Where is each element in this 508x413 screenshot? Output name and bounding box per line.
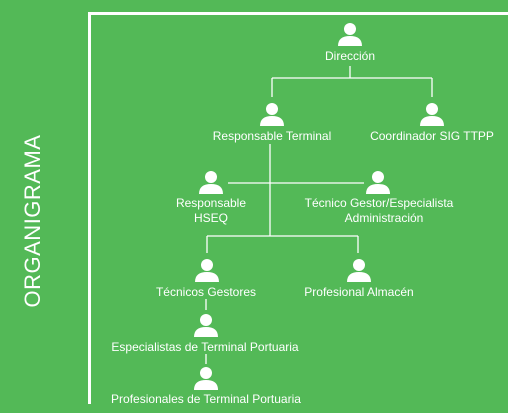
org-chart-frame — [88, 12, 508, 404]
person-icon — [199, 171, 223, 194]
node-profesional-almacen-label: Profesional Almacén — [304, 285, 414, 299]
person-icon — [347, 259, 371, 282]
node-responsable-hseq-label-line1: Responsable — [175, 196, 247, 210]
person-icon — [338, 23, 362, 46]
node-coordinador-sig-label: Coordinador SIG TTPP — [370, 129, 494, 143]
node-responsable-terminal-label: Responsable Terminal — [212, 129, 332, 143]
person-icon — [194, 314, 218, 337]
node-tecnicos-gestores-label: Técnicos Gestores — [155, 285, 257, 299]
node-tecnico-gestor-label-line2: Administración — [344, 211, 424, 225]
person-icon — [194, 367, 218, 390]
person-icon — [195, 259, 219, 282]
person-icon — [420, 103, 444, 126]
person-icon — [260, 103, 284, 126]
person-icon — [366, 171, 390, 194]
node-profesionales-label: Profesionales de Terminal Portuaria — [111, 392, 301, 406]
node-especialistas-label: Especialistas de Terminal Portuaria — [111, 340, 299, 354]
node-direccion-label: Dirección — [324, 49, 375, 63]
node-tecnico-gestor-label-line1: Técnico Gestor/Especialista — [304, 196, 454, 210]
node-responsable-hseq-label-line2: HSEQ — [193, 211, 228, 225]
